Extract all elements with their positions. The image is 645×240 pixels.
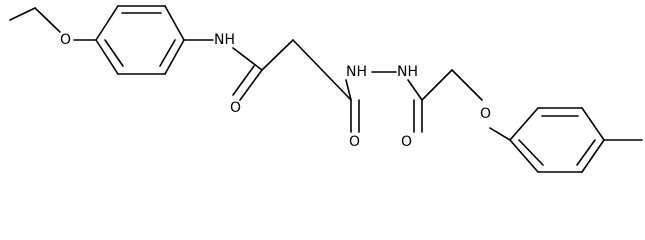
bond-nh-carbonyl: [232, 47, 263, 71]
hydrazide-oxygen-label: O: [349, 134, 360, 150]
bond-o-ring2: [489, 127, 511, 141]
bond-acyl-ch2: [421, 69, 453, 101]
bond-co-left-a: [239, 69, 263, 101]
hydrazide-nh-2-label: NH: [397, 64, 418, 80]
amide-nh-label: NH: [214, 32, 235, 48]
bond-chain-2: [292, 39, 323, 71]
ring-tolyl: [509, 107, 605, 173]
amide-oxygen-label: O: [230, 100, 241, 116]
bond-co-nh: [345, 79, 352, 101]
bond-chain-3: [321, 69, 352, 101]
chemical-structure: O NH O NH NH O O O: [9, 5, 643, 173]
bond-lines: [9, 5, 643, 173]
hydrazide-nh-1-label: NH: [346, 64, 367, 80]
bond-ethyl-ch2: [34, 7, 61, 33]
acyl-oxygen-label: O: [401, 134, 412, 150]
bond-nh-acyl: [407, 79, 423, 101]
bond-ch2-o: [451, 69, 483, 101]
atom-labels: O NH O NH NH O O O: [60, 32, 491, 150]
ether-oxygen-label: O: [480, 106, 491, 122]
bond-ethyl-ch3: [9, 7, 36, 21]
bond-chain-1: [261, 39, 294, 71]
bond-co-left-b: [232, 65, 255, 96]
ring-ethoxyphenyl: [95, 5, 185, 75]
ethoxy-oxygen-label: O: [60, 32, 71, 48]
